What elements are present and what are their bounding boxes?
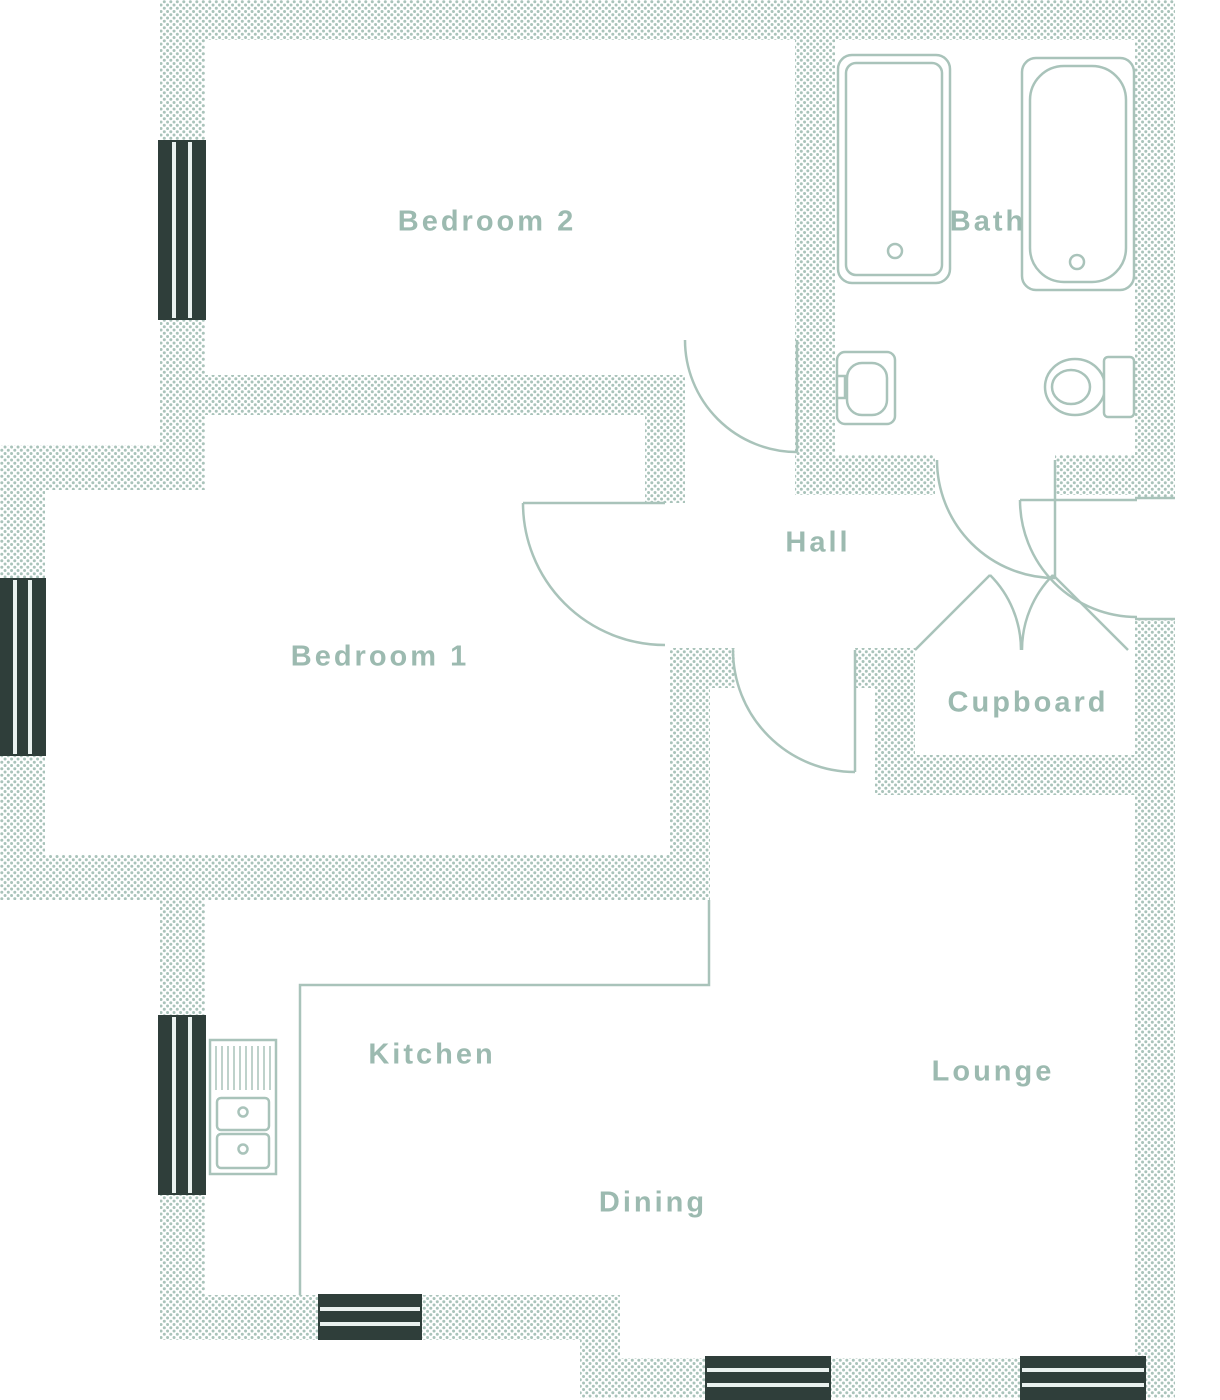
door-arc-entrance	[1018, 499, 1138, 619]
wall-right	[1135, 0, 1175, 1398]
wall-bedroom-divider	[205, 375, 685, 415]
windows	[0, 140, 1146, 1400]
door-arc-bedroom2	[683, 339, 798, 454]
door-arc-cupboard-right	[1020, 574, 1054, 651]
room-label-dining: Dining	[598, 1186, 708, 1219]
toilet-icon	[1043, 355, 1136, 419]
wash-basin-icon	[835, 350, 897, 426]
bath-tub-icon	[836, 53, 952, 285]
thin-lines	[298, 496, 1175, 1295]
door-arc-cupboard-left	[989, 574, 1023, 651]
room-label-kitchen: Kitchen	[368, 1038, 496, 1071]
door-leaf-cupboard-right	[1052, 574, 1129, 651]
wall-cupboard-south	[875, 755, 1175, 795]
door-arc-bath	[935, 459, 1056, 580]
room-label-cupboard: Cupboard	[947, 686, 1109, 719]
bath-tub-icon	[1020, 56, 1136, 292]
room-label-bedroom-2: Bedroom 2	[397, 205, 577, 238]
entrance-opening	[1135, 498, 1175, 619]
window	[0, 578, 46, 756]
door-arc-lounge	[731, 649, 856, 774]
door-leaf-cupboard-left	[914, 574, 991, 651]
room-label-hall: Hall	[785, 526, 851, 559]
wall-bath-south-east	[1055, 455, 1135, 495]
window	[158, 1015, 206, 1195]
wall-hall-lounge-west	[670, 648, 735, 688]
door-arc-bedroom1	[521, 502, 666, 647]
room-label-bath: Bath	[949, 205, 1027, 238]
kitchen-sink-icon	[208, 1038, 278, 1176]
wall-top	[160, 0, 1175, 40]
kitchen-boundary-line	[298, 900, 711, 1295]
wall-bedroom1-bottom	[205, 855, 710, 900]
window	[158, 140, 206, 320]
doors	[521, 339, 1138, 774]
window	[705, 1356, 831, 1400]
wall-bath-south-west	[835, 455, 935, 495]
room-label-bedroom-1: Bedroom 1	[290, 640, 470, 673]
window	[318, 1294, 422, 1340]
window	[1020, 1356, 1146, 1400]
wall-bedroom1-ne	[645, 375, 685, 503]
fixtures	[208, 53, 1136, 1176]
wall-bumpout-bottom	[0, 855, 165, 900]
room-label-lounge: Lounge	[931, 1055, 1055, 1088]
wall-bedroom2-bath-divider	[795, 40, 835, 495]
